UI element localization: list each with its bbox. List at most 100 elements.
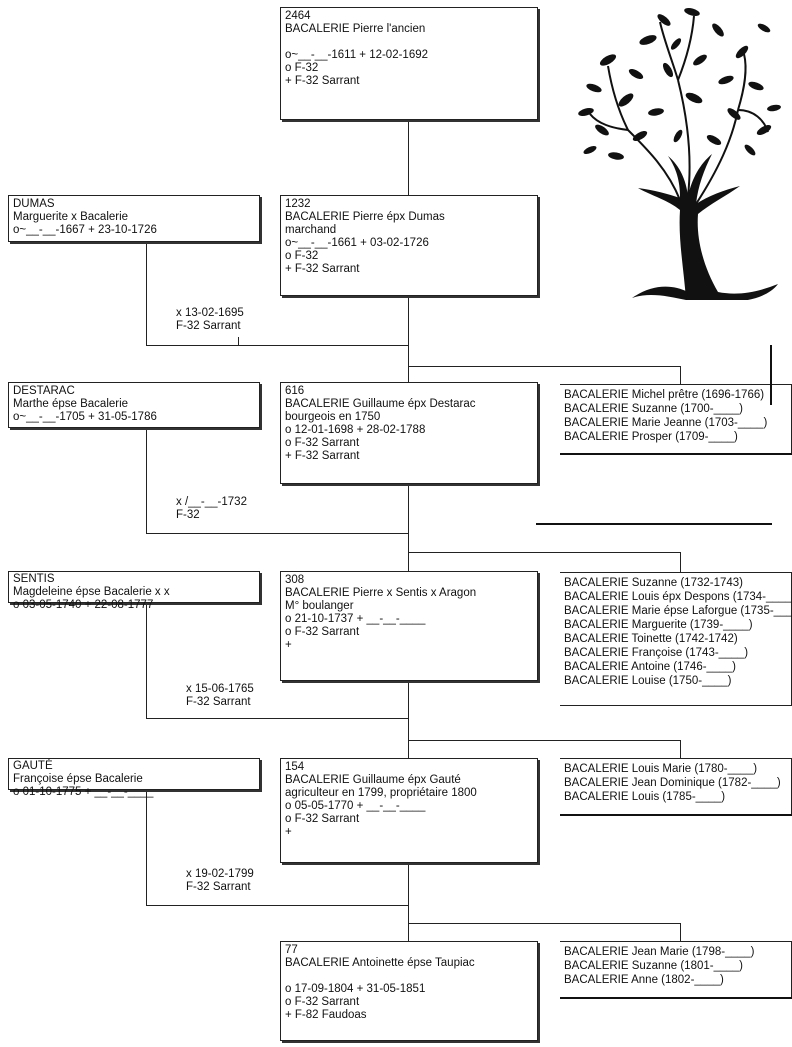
sibling-item: BACALERIE Jean Dominique (1782-____)	[564, 777, 781, 789]
sibling-item: BACALERIE Marguerite (1739-____)	[564, 619, 753, 631]
ancestor-line: o F-32	[285, 250, 319, 262]
connector	[408, 120, 409, 196]
sibling-item: BACALERIE Marie épse Laforgue (1735-____	[564, 605, 792, 617]
ancestor-line: agriculteur en 1799, propriétaire 1800	[285, 787, 477, 799]
connector	[408, 484, 409, 571]
connector	[408, 863, 409, 941]
sibling-item: BACALERIE Anne (1802-____)	[564, 974, 724, 986]
divider	[560, 997, 792, 999]
connector	[408, 366, 680, 367]
ancestor-line: marchand	[285, 224, 337, 236]
divider	[770, 345, 772, 405]
connector	[146, 345, 408, 346]
ancestor-line: o F-32 Sarrant	[285, 626, 360, 638]
connector	[146, 428, 147, 534]
divider	[560, 453, 792, 455]
marriage-line: F-32 Sarrant	[186, 881, 251, 893]
sibling-item: BACALERIE Michel prêtre (1696-1766)	[564, 389, 765, 401]
spouse-line: o~__-__-1667 + 23-10-1726	[13, 224, 157, 236]
connector	[146, 718, 408, 719]
ancestor-box-77: 77 BACALERIE Antoinette épse Taupiac o 1…	[280, 941, 538, 1041]
marriage-line: F-32	[176, 509, 200, 521]
sibling-item: BACALERIE Jean Marie (1798-____)	[564, 946, 755, 958]
sibling-list: BACALERIE Louis Marie (1780-____) BACALE…	[564, 762, 781, 804]
connector	[680, 366, 681, 384]
connector	[146, 790, 147, 906]
connector	[408, 296, 409, 382]
sibling-item: BACALERIE Louis épx Despons (1734-____	[564, 591, 792, 603]
ancestor-box-308: 308 BACALERIE Pierre x Sentis x Aragon M…	[280, 571, 538, 681]
ancestor-line: o F-32	[285, 62, 319, 74]
ancestor-line: BACALERIE Guillaume épx Destarac	[285, 398, 476, 410]
spouse-box-gaute: GAUTÉ Françoise épse Bacalerie o 01-10-1…	[8, 758, 260, 798]
ancestor-line: bourgeois en 1750	[285, 411, 381, 423]
ancestor-line: o 21-10-1737 + __-__-____	[285, 613, 426, 625]
marriage-label: x 15-06-1765 F-32 Sarrant	[186, 683, 254, 709]
ancestor-line	[285, 36, 533, 49]
sibling-item: BACALERIE Suzanne (1732-1743)	[564, 577, 743, 589]
spouse-line: Marguerite x Bacalerie	[13, 211, 129, 223]
connector	[238, 337, 239, 345]
marriage-label: x 19-02-1799 F-32 Sarrant	[186, 868, 254, 894]
sibling-item: BACALERIE Marie Jeanne (1703-____)	[564, 417, 768, 429]
ancestor-line: 1232	[285, 198, 311, 210]
marriage-line: F-32 Sarrant	[186, 696, 251, 708]
connector	[146, 242, 147, 346]
connector	[680, 552, 681, 572]
spouse-line: Marthe épse Bacalerie	[13, 398, 129, 410]
sibling-item: BACALERIE Toinette (1742-1742)	[564, 633, 738, 645]
marriage-line: x 19-02-1799	[186, 868, 254, 880]
ancestor-line: o 05-05-1770 + __-__-____	[285, 800, 426, 812]
sibling-item: BACALERIE Suzanne (1801-____)	[564, 960, 743, 972]
ancestor-line: BACALERIE Antoinette épse Taupiac	[285, 957, 475, 969]
sibling-item: BACALERIE Louis Marie (1780-____)	[564, 763, 758, 775]
ancestor-box-154: 154 BACALERIE Guillaume épx Gauté agricu…	[280, 758, 538, 863]
connector	[408, 923, 680, 924]
connector	[408, 740, 680, 741]
ancestor-line: BACALERIE Pierre x Sentis x Aragon	[285, 587, 477, 599]
ancestor-line: 77	[285, 944, 298, 956]
ancestor-line: o~__-__-1611 + 12-02-1692	[285, 49, 429, 61]
ancestor-line: o 17-09-1804 + 31-05-1851	[285, 983, 426, 995]
sibling-item: BACALERIE Louis (1785-____)	[564, 791, 726, 803]
ancestor-line: +	[285, 639, 292, 651]
ancestor-box-616: 616 BACALERIE Guillaume épx Destarac bou…	[280, 382, 538, 484]
spouse-line: Françoise épse Bacalerie	[13, 773, 143, 785]
spouse-line: DUMAS	[13, 198, 55, 210]
ancestor-box-2464: 2464 BACALERIE Pierre l'ancien o~__-__-1…	[280, 7, 538, 120]
spouse-line: Magdeleine épse Bacalerie x x	[13, 586, 170, 598]
sibling-item: BACALERIE Louise (1750-____)	[564, 675, 732, 687]
ancestor-line: BACALERIE Pierre l'ancien	[285, 23, 426, 35]
connector	[680, 923, 681, 941]
ancestor-line: o 12-01-1698 + 28-02-1788	[285, 424, 426, 436]
ancestor-line: + F-32 Sarrant	[285, 263, 360, 275]
ancestor-line: 308	[285, 574, 305, 586]
ancestor-line: o~__-__-1661 + 03-02-1726	[285, 237, 429, 249]
spouse-box-dumas: DUMAS Marguerite x Bacalerie o~__-__-166…	[8, 195, 260, 242]
connector	[680, 740, 681, 758]
spouse-box-sentis: SENTIS Magdeleine épse Bacalerie x x o 0…	[8, 571, 260, 611]
sibling-list: BACALERIE Jean Marie (1798-____) BACALER…	[564, 945, 755, 987]
marriage-line: F-32 Sarrant	[176, 320, 241, 332]
connector	[408, 552, 680, 553]
ancestor-line: +	[285, 826, 292, 838]
spouse-line: o 03-05-1740 + 22-08-1777	[13, 599, 154, 611]
sibling-item: BACALERIE Antoine (1746-____)	[564, 661, 736, 673]
sibling-list: BACALERIE Suzanne (1732-1743) BACALERIE …	[564, 576, 792, 688]
spouse-line: o~__-__-1705 + 31-05-1786	[13, 411, 157, 423]
ancestor-line: 616	[285, 385, 305, 397]
connector	[146, 603, 147, 719]
connector	[146, 905, 408, 906]
ancestor-line: o F-32 Sarrant	[285, 996, 360, 1008]
spouse-line: o 01-10-1775 + __-__-____	[13, 786, 154, 798]
sibling-list: BACALERIE Michel prêtre (1696-1766) BACA…	[564, 388, 767, 444]
ancestor-box-1232: 1232 BACALERIE Pierre épx Dumas marchand…	[280, 195, 538, 296]
ancestor-line: BACALERIE Guillaume épx Gauté	[285, 774, 461, 786]
sibling-item: BACALERIE Françoise (1743-____)	[564, 647, 749, 659]
connector	[146, 533, 408, 534]
divider	[536, 523, 772, 525]
divider	[560, 814, 792, 816]
spouse-line: DESTARAC	[13, 385, 75, 397]
tree-icon	[578, 8, 781, 300]
ancestor-line: 2464	[285, 10, 311, 22]
